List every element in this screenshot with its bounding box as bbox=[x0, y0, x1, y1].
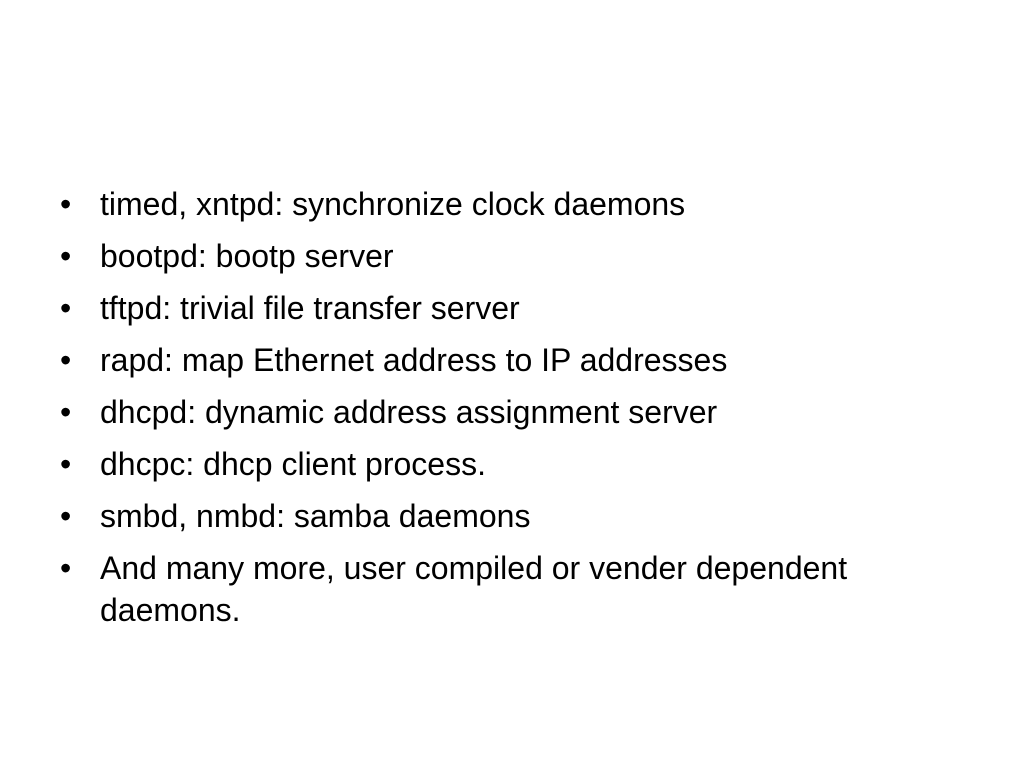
list-item: • And many more, user compiled or vender… bbox=[56, 547, 860, 631]
bullet-icon: • bbox=[60, 290, 72, 326]
bullet-icon: • bbox=[60, 394, 72, 430]
list-item: • smbd, nmbd: samba daemons bbox=[56, 495, 956, 537]
list-item: • rapd: map Ethernet address to IP addre… bbox=[56, 339, 956, 381]
list-item-text: rapd: map Ethernet address to IP address… bbox=[100, 342, 728, 378]
list-item: • dhcpc: dhcp client process. bbox=[56, 443, 956, 485]
list-item: • dhcpd: dynamic address assignment serv… bbox=[56, 391, 956, 433]
bullet-icon: • bbox=[60, 498, 72, 534]
bullet-icon: • bbox=[60, 446, 72, 482]
list-item-text: dhcpd: dynamic address assignment server bbox=[100, 394, 718, 430]
list-item-text: bootpd: bootp server bbox=[100, 238, 394, 274]
list-item: • timed, xntpd: synchronize clock daemon… bbox=[56, 183, 956, 225]
bullet-icon: • bbox=[60, 342, 72, 378]
list-item: • tftpd: trivial file transfer server bbox=[56, 287, 956, 329]
bullet-list: • timed, xntpd: synchronize clock daemon… bbox=[56, 183, 956, 641]
list-item-text: smbd, nmbd: samba daemons bbox=[100, 498, 531, 534]
list-item-text: tftpd: trivial file transfer server bbox=[100, 290, 520, 326]
list-item: • bootpd: bootp server bbox=[56, 235, 956, 277]
list-item-text: dhcpc: dhcp client process. bbox=[100, 446, 486, 482]
list-item-text: timed, xntpd: synchronize clock daemons bbox=[100, 186, 686, 222]
bullet-icon: • bbox=[60, 550, 72, 586]
list-item-text: And many more, user compiled or vender d… bbox=[100, 550, 848, 628]
bullet-icon: • bbox=[60, 238, 72, 274]
bullet-icon: • bbox=[60, 186, 72, 222]
